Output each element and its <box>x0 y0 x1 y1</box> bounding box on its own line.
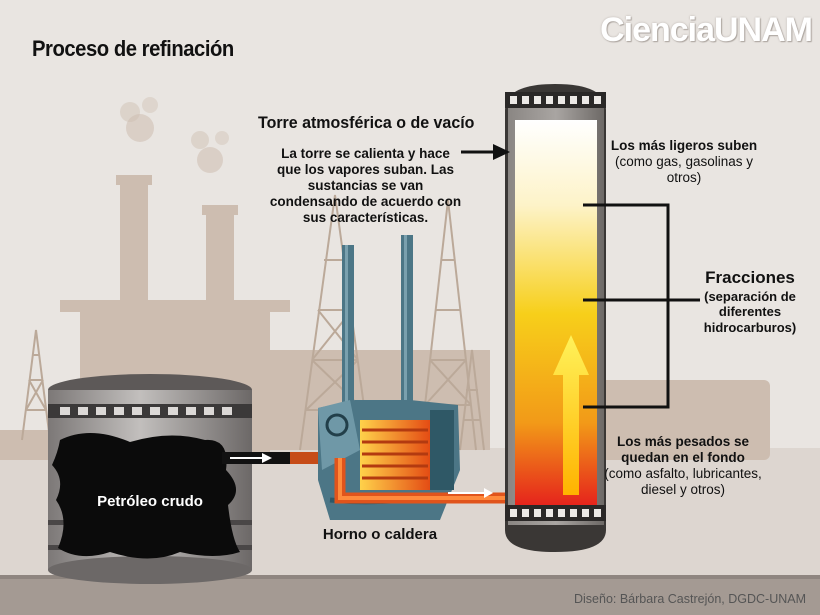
fractions-title: Fracciones <box>705 268 795 287</box>
light-fractions-heading: Los más ligeros suben <box>610 138 758 153</box>
furnace-chimneys <box>342 235 413 405</box>
furnace-label: Horno o caldera <box>322 526 438 543</box>
light-fractions-detail: (como gas, gasolinas y otros) <box>614 153 754 185</box>
ground-strip <box>0 578 820 615</box>
brand-logo: CienciaUNAM <box>600 11 813 49</box>
heated-feed-pipe <box>334 458 505 504</box>
heavy-fractions-heading: Los más pesados se quedan en el fondo <box>616 434 750 465</box>
heavy-fractions-callout: Los más pesados se quedan en el fondo (c… <box>602 434 764 498</box>
page-title: Proceso de refinación <box>32 36 234 61</box>
light-fractions-callout: Los más ligeros suben (como gas, gasolin… <box>600 138 768 186</box>
tower-description: La torre se calienta y hace que los vapo… <box>269 146 462 225</box>
rising-vapor-arrow <box>553 335 589 495</box>
distillation-tower <box>505 84 606 552</box>
crude-oil-blob <box>52 432 240 559</box>
crude-oil-label: Petróleo crudo <box>97 493 203 510</box>
tower-pointer-arrow <box>461 144 510 160</box>
design-credit: Diseño: Bárbara Castrejón, DGDC-UNAM <box>573 592 806 606</box>
fractions-bracket <box>583 203 700 409</box>
tower-title: Torre atmosférica o de vacío <box>258 113 475 132</box>
fractions-description: (separación de diferentes hidrocarburos) <box>703 289 797 335</box>
heavy-fractions-detail: (como asfalto, lubricantes, diesel y otr… <box>604 465 762 497</box>
furnace <box>318 400 460 520</box>
